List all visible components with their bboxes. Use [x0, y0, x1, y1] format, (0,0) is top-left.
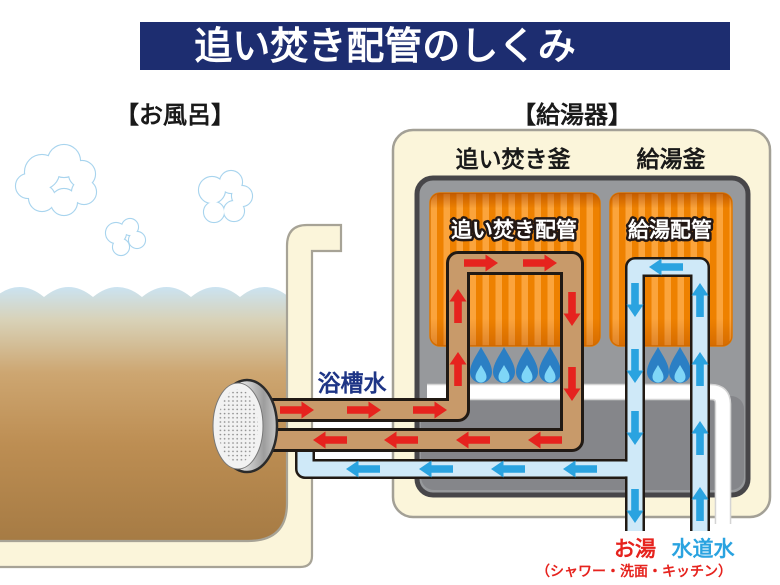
- heater-section-label: 【給湯器】: [512, 101, 632, 129]
- pipe-junction: [623, 461, 633, 477]
- bath-section-label: 【お風呂】: [115, 102, 235, 129]
- hot-water-usage-caption: （シャワー・洗面・キッチン）: [536, 563, 732, 579]
- bath-water-label: 浴槽水: [318, 370, 388, 396]
- supply-kettle-label: 給湯釜: [637, 146, 707, 172]
- title-banner: [140, 22, 730, 70]
- hot-water-label: お湯: [614, 538, 656, 561]
- supply-pipe-label: 給湯配管: [628, 218, 712, 242]
- filter-mesh-icon: [218, 389, 258, 463]
- gas-pipe: [427, 383, 732, 524]
- tap-water-label: 水道水: [672, 537, 736, 561]
- reheating-kettle-label: 追い焚き釜: [456, 146, 572, 172]
- circulation-adapter: [212, 378, 279, 474]
- bathtub-water: [0, 287, 289, 540]
- reheating-pipe-label: 追い焚き配管: [451, 218, 577, 242]
- steam-clouds: [14, 143, 254, 257]
- page-title: 追い焚き配管のしくみ: [194, 26, 576, 68]
- bathtub-wall: [0, 223, 343, 569]
